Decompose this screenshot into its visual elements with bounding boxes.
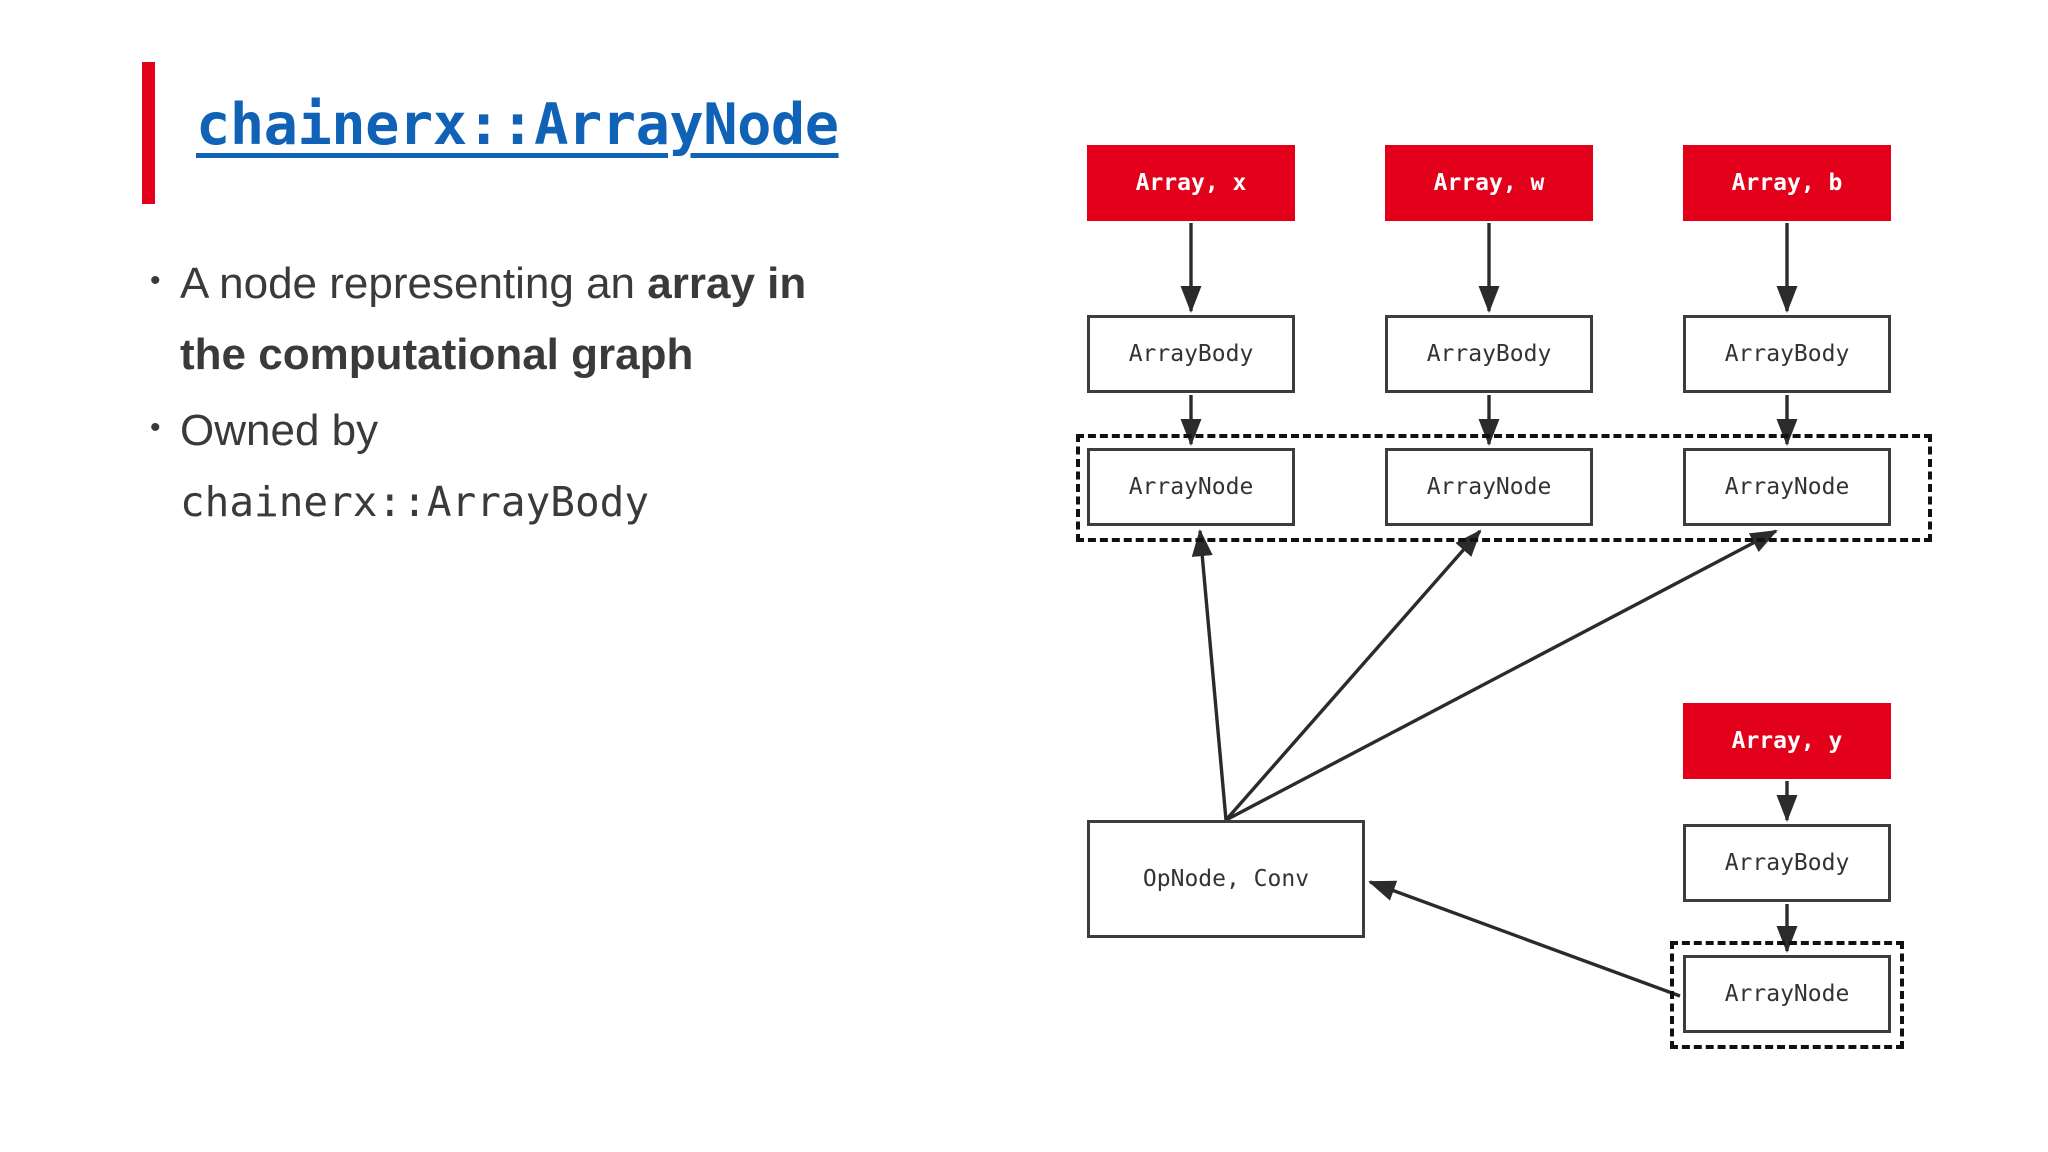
- bullet-text-code: chainerx::ArrayBody: [180, 477, 649, 526]
- node-arraynode-y[interactable]: ArrayNode: [1683, 955, 1891, 1033]
- title-accent-bar: [142, 62, 155, 204]
- edge-node-y-to-opnode: [1368, 880, 1681, 998]
- array-node-graph-diagram: Array, x Array, w Array, b ArrayBody Arr…: [1060, 130, 2020, 1070]
- node-array-w[interactable]: Array, w: [1385, 145, 1593, 221]
- bullet-text: Owned by chainerx::ArrayBody: [180, 395, 840, 538]
- node-array-y[interactable]: Array, y: [1683, 703, 1891, 779]
- edge-opnode-to-node-x: [1191, 528, 1228, 821]
- dashed-group-input-nodes: [1076, 434, 1932, 542]
- edge-opnode-to-node-w: [1224, 529, 1482, 822]
- node-arraynode-b[interactable]: ArrayNode: [1683, 448, 1891, 526]
- edge-opnode-to-node-b: [1225, 529, 1778, 822]
- node-arraynode-w[interactable]: ArrayNode: [1385, 448, 1593, 526]
- node-arraynode-x[interactable]: ArrayNode: [1087, 448, 1295, 526]
- node-opnode-conv[interactable]: OpNode, Conv: [1087, 820, 1365, 938]
- node-arraybody-x[interactable]: ArrayBody: [1087, 315, 1295, 393]
- bullet-text-regular: Owned by: [180, 405, 379, 455]
- node-array-x[interactable]: Array, x: [1087, 145, 1295, 221]
- list-item: • A node representing an array in the co…: [150, 248, 840, 391]
- bullet-text: A node representing an array in the comp…: [180, 248, 840, 391]
- dashed-group-output-node: [1670, 941, 1904, 1049]
- node-arraybody-y[interactable]: ArrayBody: [1683, 824, 1891, 902]
- bullet-text-bold: array in the computational graph: [180, 259, 807, 380]
- list-item: • Owned by chainerx::ArrayBody: [150, 395, 840, 538]
- bullet-list: • A node representing an array in the co…: [150, 248, 840, 541]
- node-arraybody-b[interactable]: ArrayBody: [1683, 315, 1891, 393]
- page-title: chainerx::ArrayNode: [196, 92, 839, 158]
- node-arraybody-w[interactable]: ArrayBody: [1385, 315, 1593, 393]
- bullet-text-regular: A node representing an: [180, 259, 648, 308]
- bullet-marker-icon: •: [150, 410, 161, 444]
- bullet-marker-icon: •: [150, 264, 161, 297]
- node-array-b[interactable]: Array, b: [1683, 145, 1891, 221]
